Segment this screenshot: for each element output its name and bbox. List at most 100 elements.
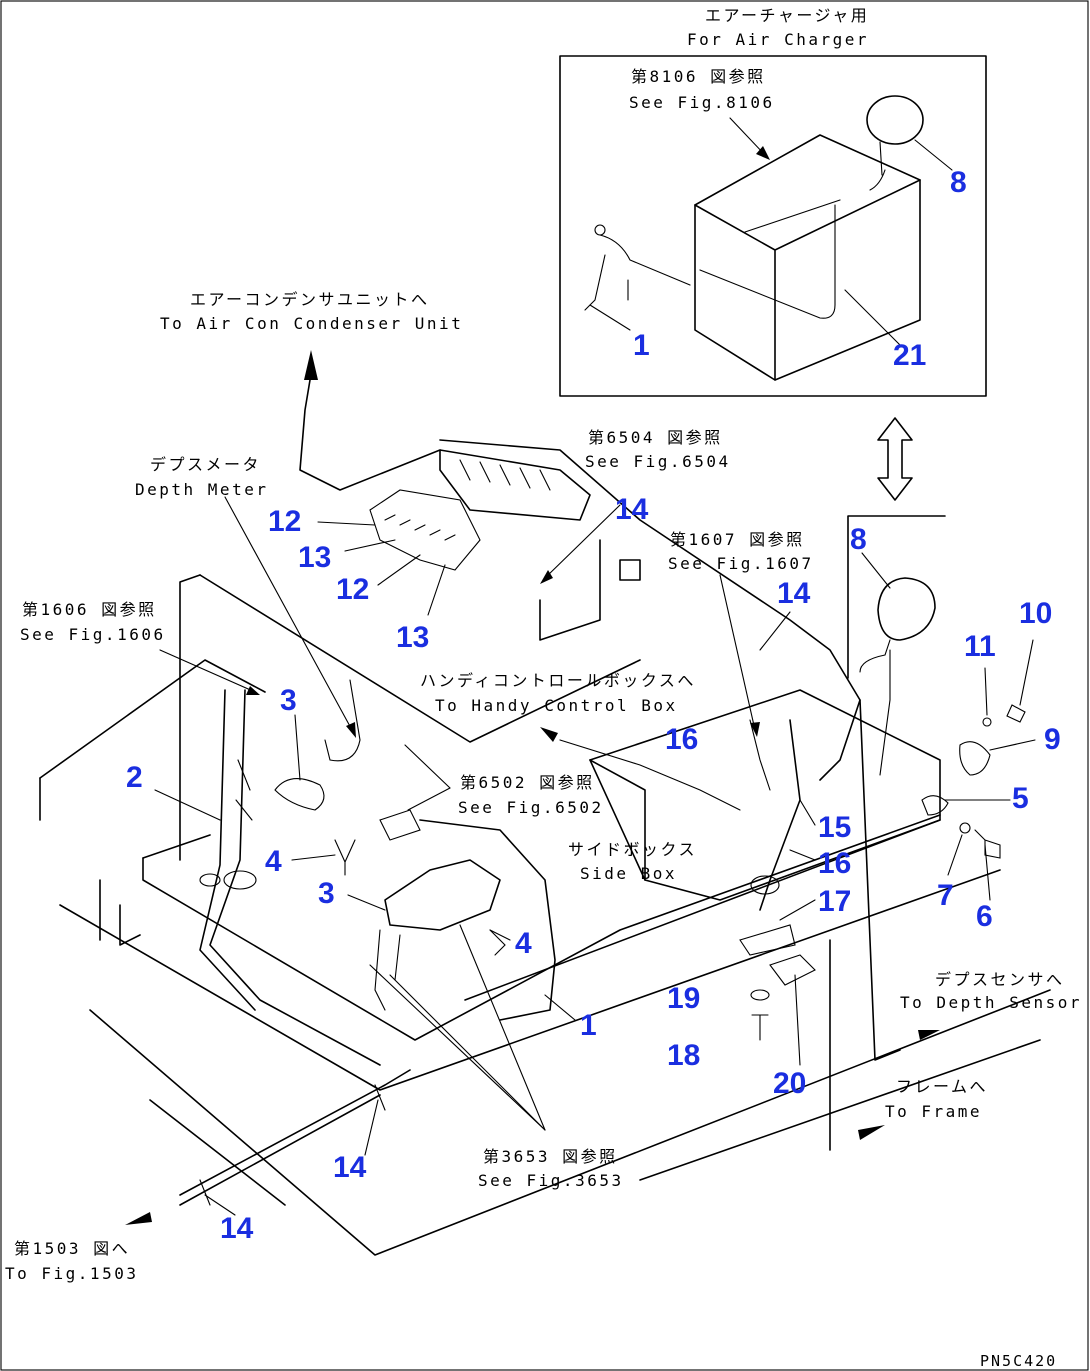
part-number-4: 4 — [515, 927, 532, 960]
part-number-4: 4 — [265, 845, 282, 878]
note-aircon-jp: エアーコンデンサユニットへ — [190, 290, 430, 309]
leader-6502b — [407, 787, 451, 811]
note-depth-sensor-jp: デプスセンサへ — [935, 970, 1065, 989]
clamp-20 — [769, 954, 816, 986]
note-fig6502-en: See Fig.6502 — [458, 798, 604, 817]
part-number-14: 14 — [333, 1151, 367, 1184]
hose-3b — [374, 929, 401, 1011]
machine-frame — [39, 350, 1051, 1256]
leader-8a — [914, 139, 953, 171]
arrow-frame — [858, 1125, 885, 1140]
note-fig6504-en: See Fig.6504 — [585, 452, 731, 471]
console-panel — [539, 539, 601, 641]
fitting-1 — [584, 234, 691, 311]
console-upper — [439, 439, 861, 781]
arrow-depth-sensor — [918, 1030, 940, 1040]
part-7 — [959, 822, 971, 834]
arrow-depth-meter — [346, 722, 356, 738]
part-number-16: 16 — [818, 847, 851, 880]
note-air-charger-en: For Air Charger — [687, 30, 869, 49]
part-number-21: 21 — [893, 339, 926, 372]
leader-1a — [589, 304, 631, 331]
depth-meter-hose — [324, 679, 361, 762]
part-number-18: 18 — [667, 1039, 700, 1072]
leader-12a — [317, 521, 376, 526]
part-number-14: 14 — [615, 493, 649, 526]
note-depth-meter-en: Depth Meter — [135, 480, 268, 499]
arrow-1606 — [246, 686, 260, 695]
leader-16b — [789, 849, 816, 861]
part-number-9: 9 — [1044, 723, 1061, 756]
leader-7 — [947, 834, 963, 876]
leader-1606 — [159, 649, 256, 693]
hose-2-clamps — [235, 759, 253, 821]
leader-11 — [984, 667, 988, 716]
part-number-11: 11 — [964, 630, 996, 663]
part-number-10: 10 — [1019, 597, 1052, 630]
air-tank-edges — [694, 179, 921, 381]
gauge-subframe — [847, 515, 946, 776]
hose-3a — [274, 778, 325, 811]
leader-21 — [844, 289, 901, 346]
note-fig8106-en: See Fig.8106 — [629, 93, 775, 112]
connector-17 — [750, 875, 780, 895]
hose-15-16 — [759, 719, 801, 911]
note-fig8106-jp: 第8106 図参照 — [631, 67, 766, 86]
part-number-15: 15 — [818, 811, 851, 844]
arrow-handy — [540, 727, 558, 742]
valve-body — [439, 449, 591, 521]
part-9 — [959, 741, 991, 776]
part-number-1: 1 — [633, 329, 650, 362]
leader-depth-meter — [224, 496, 353, 731]
fittings-12-13 — [369, 489, 481, 571]
leader-14d — [204, 1194, 236, 1216]
part-number-19: 19 — [667, 982, 700, 1015]
arrow-1503 — [125, 1212, 152, 1225]
leader-6504 — [544, 504, 621, 579]
hose-2-parallel — [199, 689, 256, 1011]
part-numbers: 1 21 8 12 13 12 13 14 14 8 10 11 9 5 7 6… — [126, 166, 1061, 1245]
note-fig1606-jp: 第1606 図参照 — [22, 600, 157, 619]
drawing-code: PN5C420 — [980, 1352, 1057, 1370]
bracket-left — [99, 879, 141, 946]
note-depth-sensor-en: To Depth Sensor — [900, 993, 1082, 1012]
note-fig1503-jp: 第1503 図へ — [14, 1239, 130, 1258]
leader-4b — [489, 929, 511, 941]
part-number-13: 13 — [298, 541, 331, 574]
part-number-16: 16 — [665, 723, 698, 756]
hose-2 — [209, 689, 381, 1066]
leader-lines — [154, 496, 1036, 1216]
arrow-8106 — [756, 146, 770, 160]
part-number-20: 20 — [773, 1067, 806, 1100]
leader-1b — [544, 994, 576, 1021]
leader-6502a — [404, 744, 451, 789]
side-box-edge — [589, 759, 646, 881]
leader-13a — [344, 539, 396, 552]
part-number-8: 8 — [850, 523, 867, 556]
bolt-18 — [751, 1014, 769, 1041]
note-fig3653-en: See Fig.3653 — [478, 1171, 624, 1190]
part-number-3: 3 — [318, 877, 335, 910]
gauge-8b-hose — [859, 639, 891, 776]
fitting-cap — [594, 224, 606, 236]
leader-9 — [989, 739, 1036, 751]
part-number-12: 12 — [336, 573, 369, 606]
leader-8b — [861, 552, 891, 589]
part-11 — [982, 717, 992, 727]
air-charger-inset — [559, 55, 987, 397]
note-fig1503-en: To Fig.1503 — [5, 1264, 138, 1283]
floor-back — [89, 989, 1051, 1256]
note-depth-meter-jp: デプスメータ — [150, 455, 261, 474]
note-handy-en: To Handy Control Box — [435, 696, 678, 715]
plate-17 — [739, 924, 796, 956]
part-number-7: 7 — [937, 879, 954, 912]
gauge-stem — [869, 141, 886, 191]
note-air-charger-jp: エアーチャージャ用 — [705, 6, 869, 25]
part-6 — [974, 829, 1001, 859]
hose-to-1503 — [179, 1069, 411, 1196]
note-aircon-en: To Air Con Condenser Unit — [160, 314, 463, 333]
lower-deck — [59, 869, 1001, 1091]
note-side-box-jp: サイドボックス — [568, 840, 697, 859]
